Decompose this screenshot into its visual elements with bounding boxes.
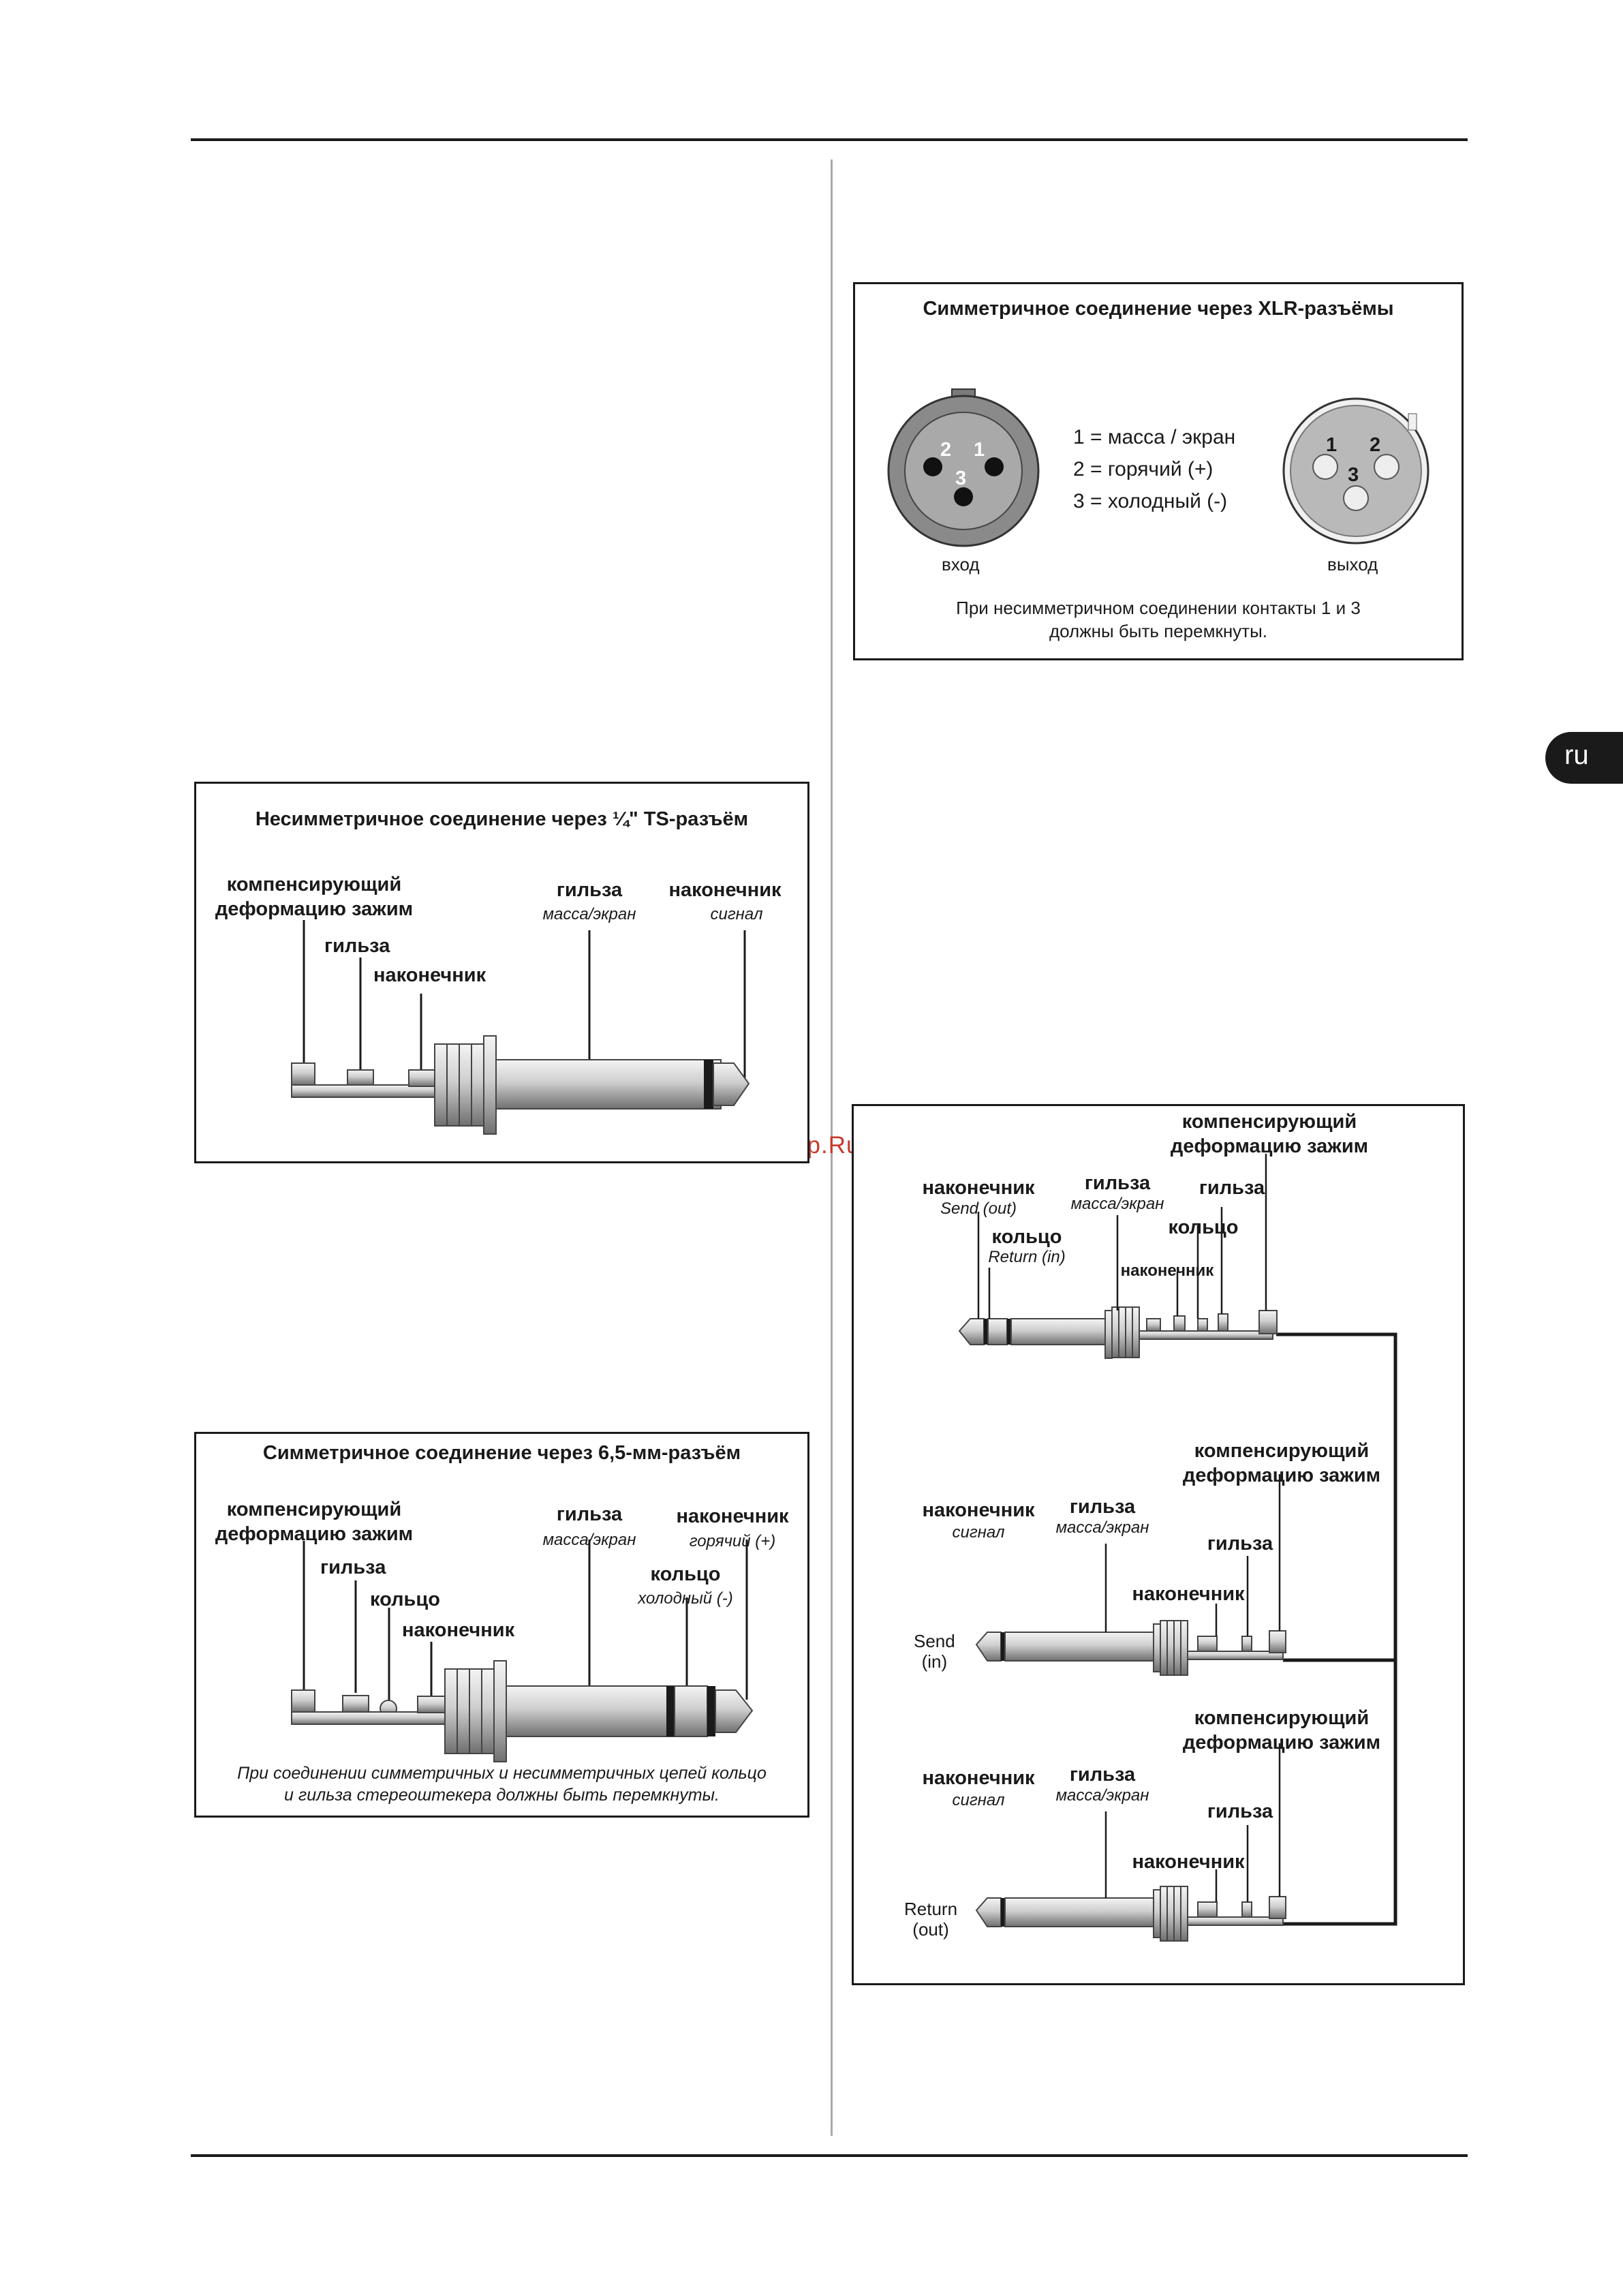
insert-return-side-label: Return (out) [904, 1899, 958, 1940]
insert-send-tip-label: наконечник [922, 1499, 1035, 1521]
insert-trs-ring-right-label: кольцо [1168, 1216, 1239, 1238]
xlr-male-connector [1282, 397, 1429, 545]
insert-send-tip-right-label: наконечник [1132, 1583, 1245, 1605]
xlr-title: Симметричное соединение через XLR-разъём… [923, 298, 1394, 320]
xlr-female-connector [887, 388, 1040, 547]
insert-return-tip-sublabel: сигнал [952, 1791, 1005, 1809]
insert-send-sleeve-label: гильза [1069, 1496, 1136, 1518]
trs-tip-left-label: наконечник [402, 1619, 515, 1641]
insert-send-sleeve-sublabel: масса/экран [1055, 1518, 1149, 1537]
column-divider [831, 159, 833, 2136]
ts-title: Несимметричное соединение через ¼" TS-ра… [255, 808, 749, 830]
ts-tip-left-label: наконечник [373, 964, 486, 986]
insert-send-tip-sublabel: сигнал [952, 1523, 1005, 1542]
insert-trs-ring-label: кольцо [991, 1226, 1062, 1248]
insert-return-sleeve-label: гильза [1069, 1764, 1136, 1786]
insert-trs-tip-label: наконечник [922, 1177, 1035, 1199]
insert-send-sleeve-right-label: гильза [1207, 1533, 1273, 1555]
insert-trs-strain-relief-label: компенсирующий деформацию зажим [1170, 1111, 1369, 1157]
insert-send-strain-relief-label: компенсирующий деформацию зажим [1182, 1440, 1381, 1486]
insert-trs-ring-sublabel: Return (in) [988, 1248, 1066, 1266]
xlr-connectors-illustration [887, 388, 1429, 547]
insert-trs-plug [958, 1306, 1278, 1359]
xlr-diagram-box: Симметричное соединение через XLR-разъём… [853, 282, 1464, 660]
ts-sleeve-label: гильза [556, 879, 623, 901]
ts-strain-relief-label: компенсирующий деформацию зажим [215, 874, 414, 920]
insert-cable-box: компенсирующий деформацию зажим наконечн… [852, 1104, 1465, 1985]
ts-sleeve-left-label: гильза [324, 935, 390, 957]
insert-trs-tip-sublabel: Send (out) [940, 1199, 1017, 1218]
insert-return-sleeve-sublabel: масса/экран [1055, 1786, 1149, 1805]
language-tab[interactable]: ru [1545, 732, 1623, 784]
insert-trs-sleeve-right-label: гильза [1199, 1177, 1265, 1199]
xlr-female-pin-1: 1 [974, 439, 985, 461]
ts-sleeve-sublabel: масса/экран [542, 905, 636, 923]
insert-cable-illustration [958, 1154, 1397, 1942]
trs-tip-sublabel: горячий (+) [689, 1532, 776, 1550]
ts-tip-sublabel: сигнал [710, 905, 763, 923]
xlr-female-pin-3: 3 [955, 468, 967, 489]
xlr-female-pin-2: 2 [940, 439, 952, 461]
header-rule [191, 138, 1468, 141]
insert-send-plug [975, 1620, 1286, 1676]
language-tab-label: ru [1564, 740, 1589, 770]
xlr-pin-3-desc: 3 = холодный (-) [1073, 490, 1228, 512]
ts-tip-label: наконечник [668, 879, 782, 901]
xlr-male-pin-3: 3 [1348, 464, 1359, 486]
trs-title: Симметричное соединение через 6,5-мм-раз… [262, 1442, 741, 1464]
ts-plug-illustration [291, 920, 750, 1135]
trs-strain-relief-label: компенсирующий деформацию зажим [215, 1499, 414, 1545]
insert-return-strain-relief-label: компенсирующий деформацию зажим [1182, 1707, 1381, 1754]
trs-sleeve-sublabel: масса/экран [542, 1531, 636, 1549]
xlr-input-label: вход [942, 554, 980, 575]
xlr-pin-2-desc: 2 = горячий (+) [1073, 458, 1214, 480]
xlr-male-pin-2: 2 [1370, 434, 1381, 456]
insert-return-tip-label: наконечник [922, 1767, 1035, 1789]
trs-diagram-box: Симметричное соединение через 6,5-мм-раз… [194, 1432, 809, 1818]
trs-note: При соединении симметричных и несимметри… [237, 1764, 767, 1805]
insert-return-plug [975, 1886, 1286, 1942]
insert-return-tip-right-label: наконечник [1132, 1851, 1245, 1873]
footer-rule [191, 2154, 1468, 2157]
trs-ring-sublabel: холодный (-) [638, 1589, 733, 1608]
trs-sleeve-label: гильза [556, 1503, 623, 1525]
xlr-note: При несимметричном соединении контакты 1… [956, 598, 1361, 641]
insert-trs-sleeve-sublabel: масса/экран [1070, 1195, 1164, 1213]
trs-plug-illustration [291, 1540, 754, 1762]
insert-trs-sleeve-label: гильза [1084, 1172, 1151, 1194]
trs-ring-label: кольцо [650, 1563, 721, 1585]
ts-diagram-box: Несимметричное соединение через ¼" TS-ра… [194, 782, 809, 1163]
trs-tip-label: наконечник [676, 1505, 789, 1527]
trs-sleeve-left-label: гильза [320, 1557, 386, 1578]
xlr-pin-1-desc: 1 = масса / экран [1073, 426, 1236, 448]
xlr-male-pin-1: 1 [1326, 434, 1338, 456]
insert-return-sleeve-right-label: гильза [1207, 1801, 1273, 1822]
xlr-output-label: выход [1327, 554, 1378, 575]
insert-send-side-label: Send (in) [914, 1631, 955, 1672]
trs-ring-left-label: кольцо [370, 1589, 440, 1610]
insert-trs-tip-inner-label: наконечник [1120, 1261, 1214, 1280]
